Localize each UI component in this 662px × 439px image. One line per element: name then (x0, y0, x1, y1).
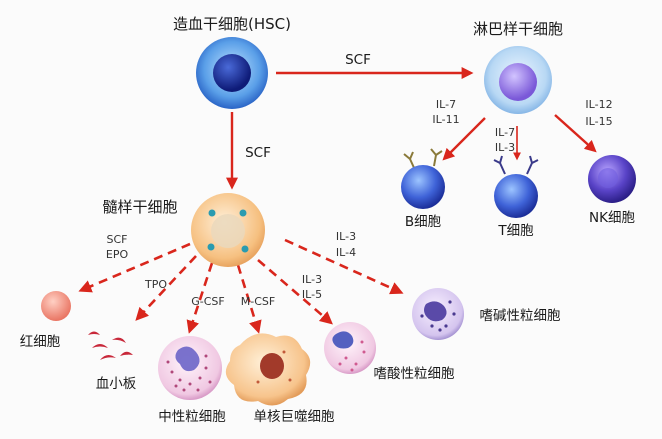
basophil-label: 嗜碱性粒细胞 (480, 308, 561, 324)
neutrophil-label: 中性粒细胞 (158, 409, 226, 425)
platelet-icon (88, 331, 133, 360)
arrow-lymphoid-to-b (442, 117, 486, 161)
edge-label-to-monocyte: M-CSF (241, 295, 275, 308)
edge-label-to-neutrophil: G-CSF (191, 295, 224, 308)
edge-label-to-nk-1: IL-12 (585, 98, 612, 111)
nk-cell-label: NK细胞 (589, 210, 635, 226)
hsc-label: 造血干细胞(HSC) (173, 15, 291, 33)
myeloid-label: 髓样干细胞 (102, 198, 177, 216)
t-cell-label: T细胞 (497, 223, 534, 239)
edge-label-to-basophil-1: IL-3 (336, 230, 356, 243)
red-blood-cell-icon (41, 291, 71, 321)
edge-label-to-platelet: TPO (144, 278, 167, 291)
arrow-myeloid-to-neutrophil (186, 262, 214, 334)
edge-label-to-t-1: IL-7 (495, 126, 515, 139)
edge-label-to-b-1: IL-7 (436, 98, 456, 111)
edge-label-to-b-2: IL-11 (432, 113, 459, 126)
arrow-myeloid-to-monocyte (236, 264, 262, 334)
neutrophil-icon (158, 336, 222, 400)
arrow-myeloid-to-rbc (78, 242, 191, 293)
edge-label-to-eosinophil-1: IL-3 (302, 273, 322, 286)
arrow-myeloid-to-basophil (284, 238, 404, 295)
myeloid-stem-cell-icon (191, 193, 265, 267)
edge-label-to-eosinophil-2: IL-5 (302, 288, 322, 301)
arrows-solid (226, 67, 597, 190)
edge-label-to-t-2: IL-3 (495, 141, 515, 154)
edge-label-to-rbc-1: SCF (107, 233, 128, 246)
arrow-lymphoid-to-nk (554, 114, 597, 153)
edge-label-hsc-lymphoid: SCF (345, 52, 371, 68)
eosinophil-icon (324, 322, 376, 374)
edge-label-to-rbc-2: EPO (106, 248, 129, 261)
arrows-dashed (78, 238, 404, 334)
monocyte-icon (225, 333, 311, 406)
monocyte-label: 单核巨噬细胞 (254, 409, 335, 425)
lymphoid-label: 淋巴样干细胞 (473, 20, 563, 38)
edge-label-hsc-myeloid: SCF (245, 145, 271, 161)
nk-cell-icon (588, 155, 636, 203)
rbc-label: 红细胞 (20, 334, 61, 350)
b-cell-label: B细胞 (405, 214, 442, 230)
t-cell-icon (493, 155, 539, 218)
platelet-label: 血小板 (96, 376, 137, 392)
edge-label-to-nk-2: IL-15 (585, 115, 612, 128)
arrow-myeloid-to-eosinophil (257, 259, 333, 325)
b-cell-icon (401, 148, 445, 209)
lymphoid-stem-cell-icon (484, 46, 552, 114)
edge-label-to-basophil-2: IL-4 (336, 246, 356, 259)
hsc-cell-icon (196, 37, 268, 109)
basophil-icon (412, 288, 464, 340)
eosinophil-label: 嗜酸性粒细胞 (374, 366, 455, 382)
